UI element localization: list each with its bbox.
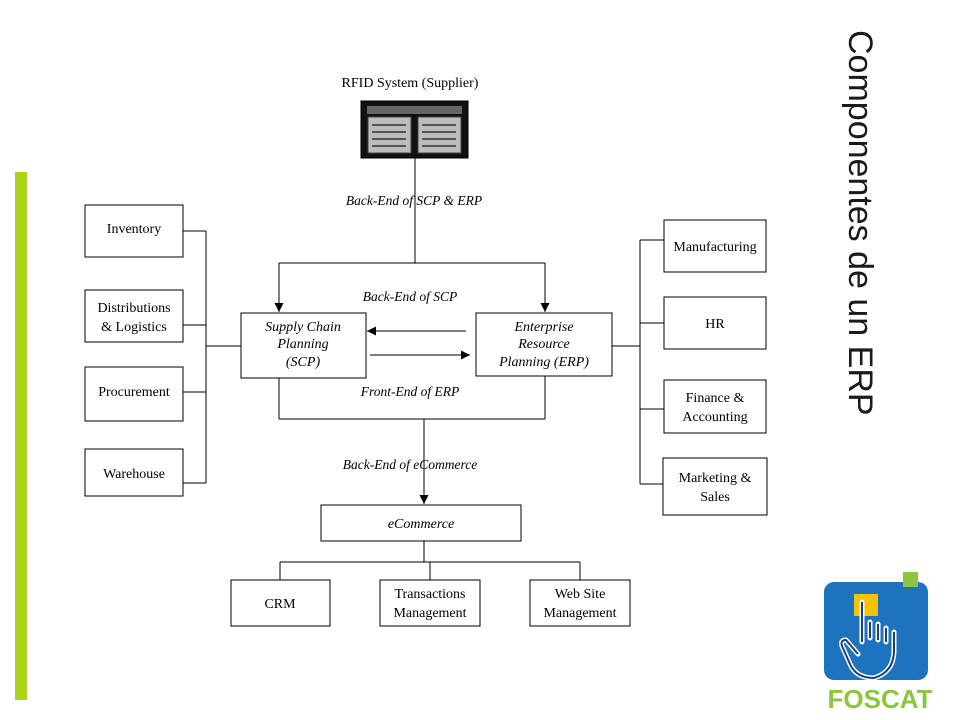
module-marketing-label-line1: Marketing & [679,471,752,486]
foscat-logo: FOSCAT [824,572,933,714]
module-finance-accounting: Finance & Accounting [663,379,767,434]
ecommerce-label: eCommerce [388,517,454,532]
erp-label-line3: Planning (ERP) [498,355,589,370]
module-manufacturing: Manufacturing [663,219,767,273]
slide-title: Componentes de un ERP [841,30,879,416]
rfid-label: RFID System (Supplier) [342,76,479,91]
logo-yellow-square [854,594,878,616]
module-transactions-management: Transactions Management [379,579,481,627]
module-manufacturing-label: Manufacturing [673,240,756,255]
erp-node: Enterprise Resource Planning (ERP) [475,312,613,377]
edge-label-backend-scp-erp: Back-End of SCP & ERP [346,193,482,208]
edge-label-backend-ecommerce: Back-End of eCommerce [343,457,477,472]
module-distributions-logistics: Distributions & Logistics [84,289,184,343]
module-distributions-label-line2: & Logistics [101,320,167,335]
module-hr: HR [663,296,767,350]
module-transactions-label-line1: Transactions [394,587,465,602]
erp-label-line1: Enterprise [513,320,573,335]
scp-label-line3: (SCP) [286,355,321,370]
module-marketing-label-line2: Sales [700,490,730,505]
module-website-label-line1: Web Site [555,587,606,602]
server-icon [360,100,469,159]
module-website-label-line2: Management [543,606,616,621]
module-procurement: Procurement [84,366,184,422]
module-crm: CRM [230,579,331,627]
accent-bar [15,172,27,700]
module-distributions-label-line1: Distributions [97,301,170,316]
module-inventory-label: Inventory [107,222,161,237]
module-hr-label: HR [705,317,725,332]
module-finance-label-line1: Finance & [686,391,745,406]
edge-label-frontend-erp: Front-End of ERP [360,384,459,399]
logo-green-square [903,572,918,587]
ecommerce-node: eCommerce [320,504,522,542]
edge-label-backend-scp: Back-End of SCP [363,289,457,304]
module-procurement-label: Procurement [98,385,170,400]
logo-text: FOSCAT [828,684,933,714]
module-web-site-management: Web Site Management [529,579,631,627]
module-inventory: Inventory [84,204,184,258]
scp-label-line2: Planning [276,337,328,352]
scp-label-line1: Supply Chain [265,320,341,335]
module-finance-label-line2: Accounting [682,410,747,425]
module-warehouse: Warehouse [84,448,184,497]
module-marketing-sales: Marketing & Sales [662,457,768,516]
erp-label-line2: Resource [517,337,570,352]
module-crm-label: CRM [264,597,296,612]
module-transactions-label-line2: Management [393,606,466,621]
module-warehouse-label: Warehouse [103,467,165,482]
scp-node: Supply Chain Planning (SCP) [240,312,367,379]
